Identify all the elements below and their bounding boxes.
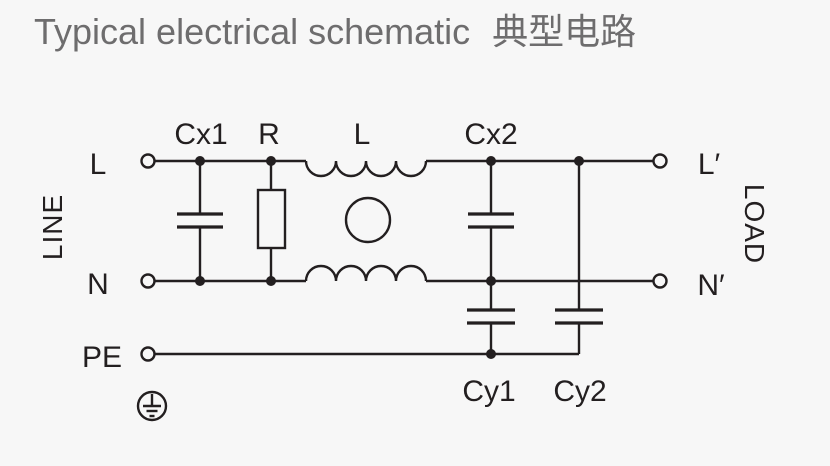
terminal-l [140, 153, 156, 169]
capacitor-cy1 [467, 281, 515, 354]
junction-r-n [266, 276, 276, 286]
choke-core-circle [344, 196, 392, 244]
label-r: R [258, 118, 280, 151]
wire-neutral-rail [155, 264, 653, 283]
junction-cx1-l [195, 156, 205, 166]
terminal-n [140, 273, 156, 289]
terminals [140, 153, 668, 362]
choke-bottom-winding [304, 264, 428, 282]
junction-cx2-l [486, 156, 496, 166]
choke-top-winding [304, 160, 428, 178]
junction-cx2-n [486, 276, 496, 286]
junction-cy1-pe [486, 349, 496, 359]
label-terminal-n: N [87, 268, 109, 301]
label-choke: L [354, 118, 371, 151]
junction-dots [195, 156, 584, 359]
junction-cx1-n [195, 276, 205, 286]
junction-r-l [266, 156, 276, 166]
terminal-l-out [652, 153, 668, 169]
label-cx2: Cx2 [464, 118, 517, 151]
label-load-side: LOAD [739, 184, 770, 264]
label-terminal-l-out: L′ [698, 148, 721, 181]
label-cx1: Cx1 [174, 118, 227, 151]
label-cy2: Cy2 [553, 375, 606, 408]
page-title-english: Typical electrical schematic [34, 11, 471, 52]
capacitor-cx1 [177, 161, 223, 281]
label-terminal-l: L [90, 148, 107, 181]
r-body [256, 188, 287, 250]
wire-live-rail [155, 159, 653, 178]
label-terminal-n-out: N′ [697, 269, 725, 302]
capacitor-cx2 [468, 161, 514, 281]
label-line-side: LINE [37, 194, 68, 260]
label-cy1: Cy1 [462, 375, 515, 408]
resistor-r [256, 161, 287, 281]
page-title: Typical electrical schematic 典型电路 [34, 10, 636, 53]
capacitor-cy2 [555, 161, 603, 354]
label-terminal-pe: PE [82, 341, 122, 374]
page-title-chinese: 典型电路 [492, 11, 637, 52]
terminal-n-out [652, 273, 668, 289]
junction-cy2-l [574, 156, 584, 166]
protective-earth-icon [136, 390, 168, 422]
terminal-pe [140, 346, 156, 362]
